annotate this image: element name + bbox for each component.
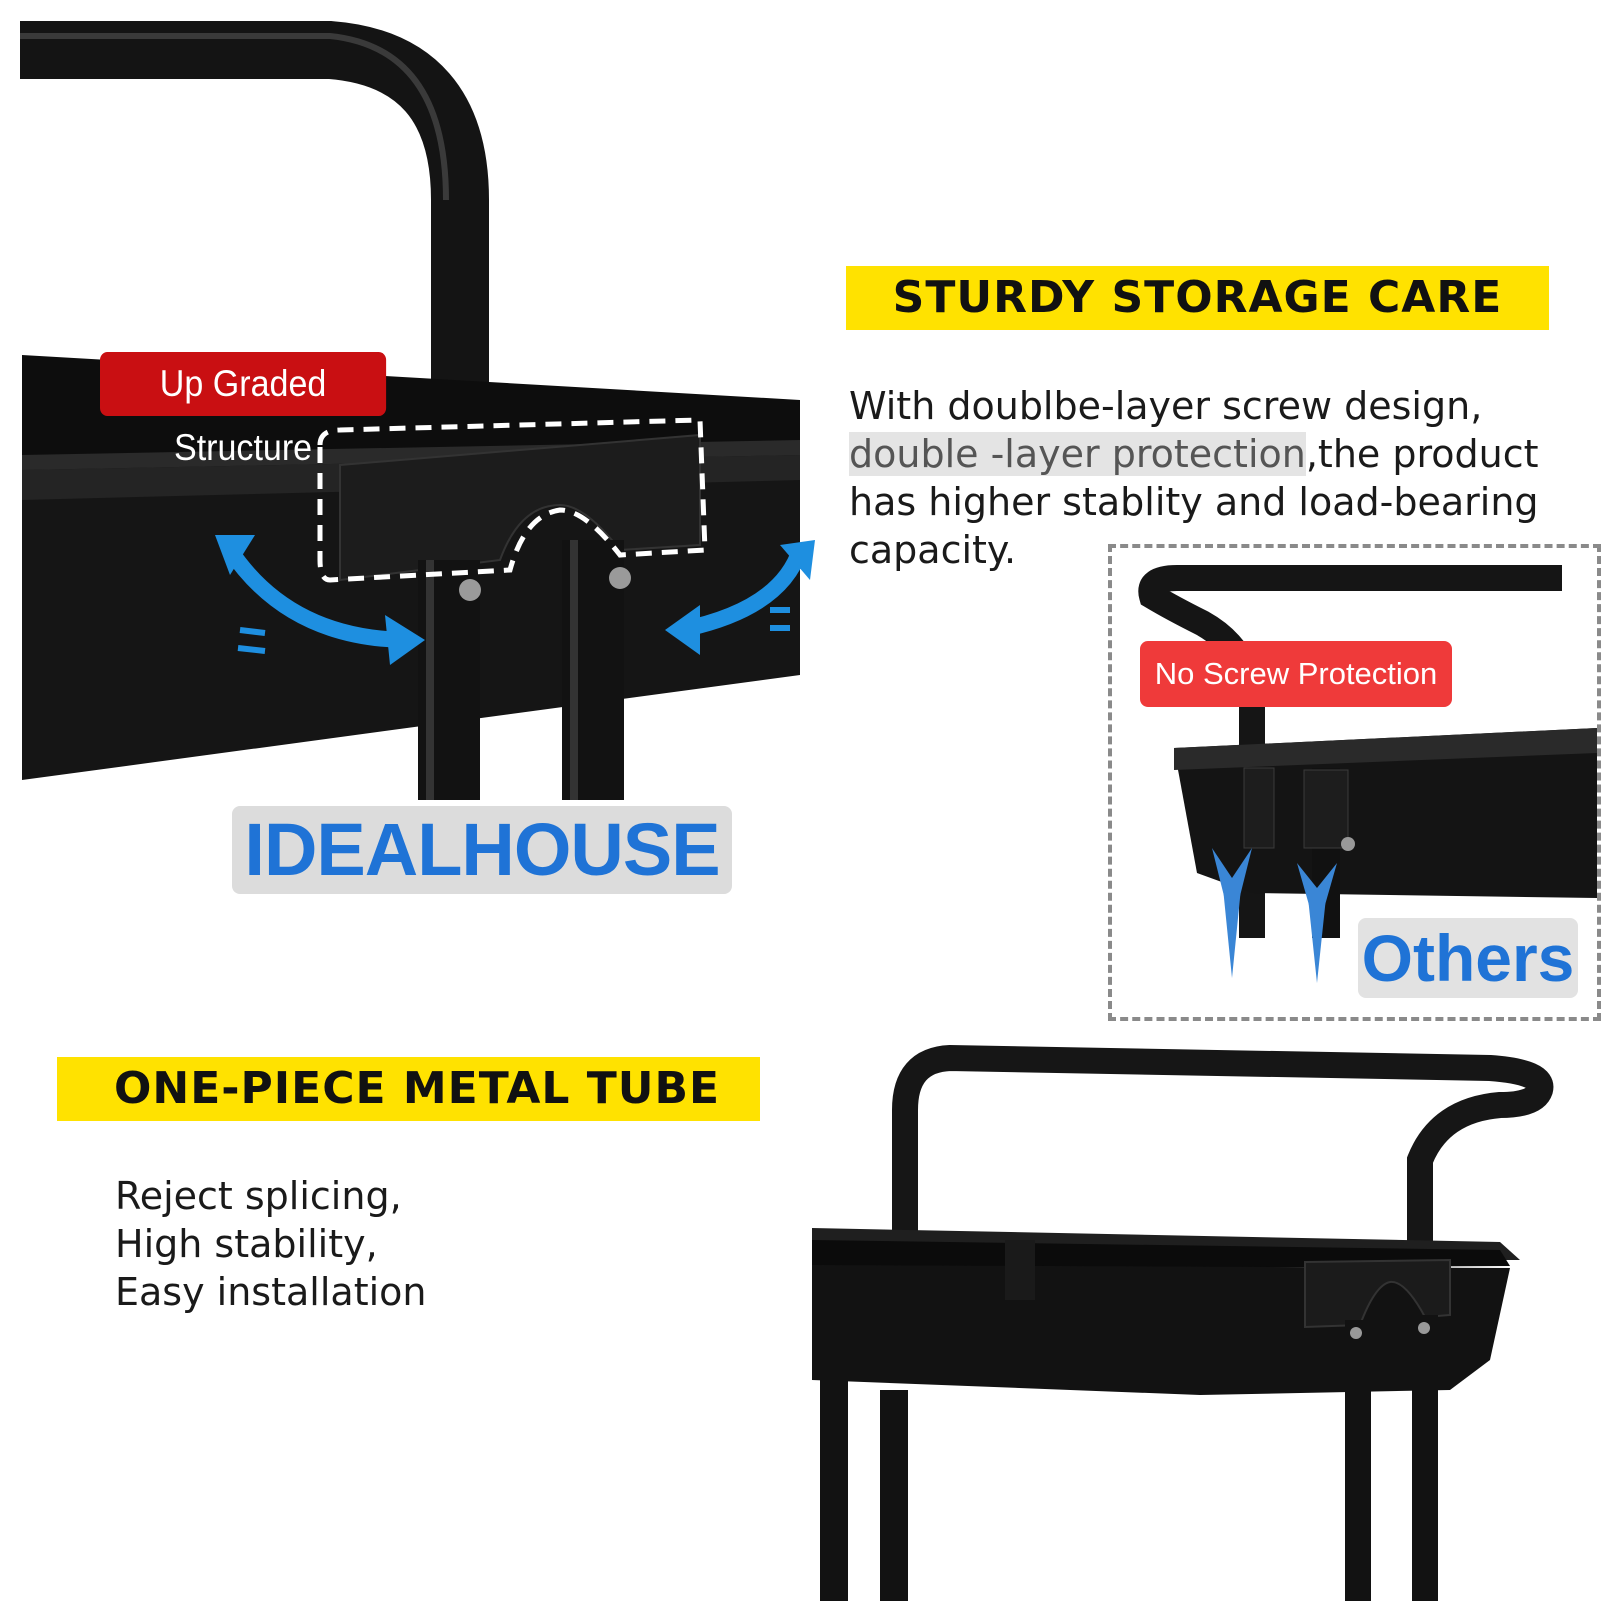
no-screw-protection-badge: No Screw Protection bbox=[1140, 641, 1452, 707]
description-highlight: double -layer protection bbox=[849, 432, 1306, 476]
description-part-1: With doublbe-layer screw design, bbox=[849, 384, 1483, 428]
metal-tube-heading: ONE-PIECE METAL TUBE bbox=[57, 1057, 760, 1121]
others-label: Others bbox=[1358, 918, 1578, 998]
one-piece-cart-image bbox=[800, 1030, 1590, 1601]
tube-line-3: Easy installation bbox=[115, 1270, 427, 1314]
description-part-2: ,the product has higher stablity and loa… bbox=[849, 432, 1539, 572]
brand-label: IDEALHOUSE bbox=[232, 806, 732, 894]
upgraded-closeup-image bbox=[0, 0, 800, 800]
tube-line-2: High stability, bbox=[115, 1222, 378, 1266]
sturdy-storage-heading: STURDY STORAGE CARE bbox=[846, 266, 1549, 330]
upgraded-structure-badge: Up Graded Structure bbox=[100, 352, 387, 468]
right-rotation-arrow-icon bbox=[660, 530, 820, 660]
left-rotation-arrow-icon bbox=[210, 530, 430, 680]
sturdy-storage-description: With doublbe-layer screw design, double … bbox=[849, 382, 1569, 574]
tube-line-1: Reject splicing, bbox=[115, 1174, 402, 1218]
metal-tube-description: Reject splicing, High stability, Easy in… bbox=[115, 1172, 615, 1316]
